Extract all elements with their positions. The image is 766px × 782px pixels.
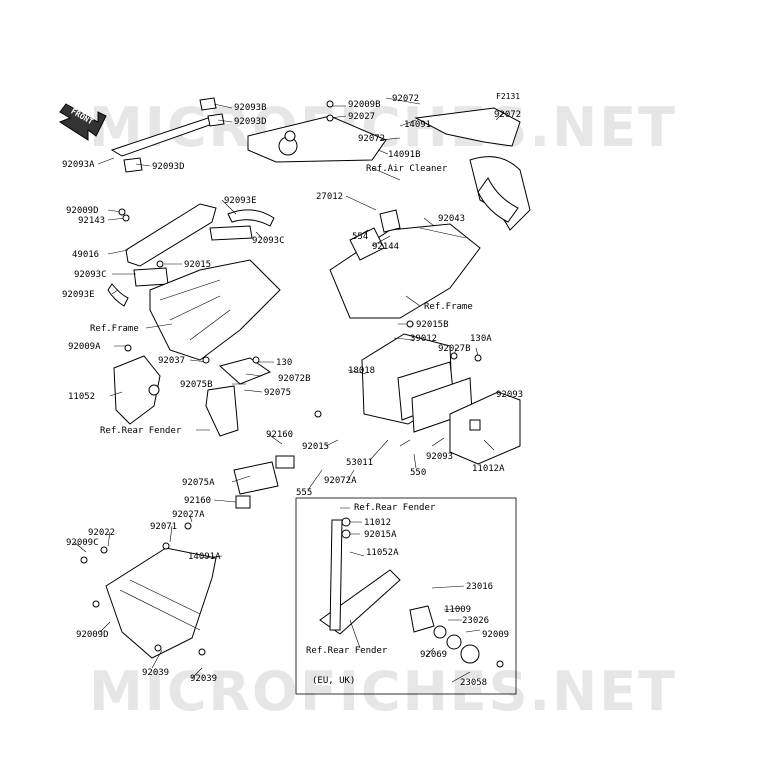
callout-label: 554: [352, 232, 369, 242]
callout-label: 92093B: [234, 103, 267, 113]
callout-label: 92160: [184, 496, 212, 506]
callout-label: 92009: [482, 630, 510, 640]
callout-label: 11012A: [472, 464, 505, 474]
callout-label: 555: [296, 488, 313, 498]
callout-label: 14091: [404, 120, 432, 130]
callout-label: Ref.Frame: [424, 302, 473, 312]
callout-label: 23026: [462, 616, 490, 626]
battery: [449, 391, 521, 465]
callout-label: (EU, UK): [312, 676, 356, 686]
callout-label: Ref.Rear Fender: [100, 426, 182, 436]
callout-label: 53011: [346, 458, 374, 468]
callout-label: 92009D: [66, 206, 99, 216]
callout-label: 49016: [72, 250, 100, 260]
callout-label: 92093D: [234, 117, 267, 127]
callout-label: 92039: [190, 674, 218, 684]
callout-label: 130: [276, 358, 293, 368]
callout-label: 92093C: [252, 236, 285, 246]
callout-label: 92160: [266, 430, 294, 440]
callout-label: 92015: [184, 260, 212, 270]
callout-label: 92072B: [278, 374, 311, 384]
eu-uk-box: [295, 497, 517, 695]
callout-label: 92075: [264, 388, 292, 398]
callout-label: 92027A: [172, 510, 205, 520]
callout-label: 23016: [466, 582, 494, 592]
callout-label: 92009A: [68, 342, 101, 352]
callout-label: 92009B: [348, 100, 381, 110]
callout-label: 92015A: [364, 530, 397, 540]
callout-label: 11052A: [366, 548, 399, 558]
callout-label: 92027B: [438, 344, 471, 354]
callout-label: 92015: [302, 442, 330, 452]
callout-label: 92093D: [152, 162, 185, 172]
callout-label: 11052: [68, 392, 96, 402]
callout-label: 11009: [444, 605, 472, 615]
callout-label: 92027: [348, 112, 376, 122]
callout-label: 92069: [420, 650, 448, 660]
callout-label: 92093: [426, 452, 454, 462]
callout-label: Ref.Rear Fender: [306, 646, 388, 656]
callout-label: 92072: [392, 94, 420, 104]
callout-label: 92072: [358, 134, 386, 144]
callout-label: 11012: [364, 518, 392, 528]
air-cleaner-cover: [414, 107, 531, 231]
callout-label: 92037: [158, 356, 186, 366]
callout-label: 92075A: [182, 478, 215, 488]
bracket-11052: [113, 355, 161, 425]
fasteners: [80, 100, 504, 668]
cover-14091A: [105, 547, 217, 659]
callout-label: 92072: [494, 110, 522, 120]
callout-label: 92039: [142, 668, 170, 678]
callout-label: 23058: [460, 678, 488, 688]
callout-label: 92093: [496, 390, 524, 400]
front-arrow-icon: [58, 103, 107, 141]
callout-label: 18018: [348, 366, 376, 376]
frame-cross-member: [125, 203, 281, 361]
battery-box: [361, 333, 473, 433]
callout-label: 92071: [150, 522, 178, 532]
leader-lines: [73, 97, 505, 683]
callout-label: 92075B: [180, 380, 213, 390]
callout-label: 92093E: [224, 196, 257, 206]
fender-bracket: [319, 519, 401, 635]
callout-label: Ref.Rear Fender: [354, 503, 436, 513]
callout-label: 92093E: [62, 290, 95, 300]
callout-label: 92072A: [324, 476, 357, 486]
callout-label: 14091B: [388, 150, 421, 160]
callout-label: 92144: [372, 242, 400, 252]
callout-label: 92009D: [76, 630, 109, 640]
watermark-bottom: MICROFICHES.NET: [89, 660, 677, 723]
stay-92075: [205, 357, 272, 437]
foam-strip-parts: [107, 97, 275, 307]
callout-label: 92143: [78, 216, 106, 226]
reflector-assy: [409, 605, 480, 664]
figure-code: F2131: [496, 92, 521, 101]
callout-label: 92022: [88, 528, 116, 538]
callout-label: 92043: [438, 214, 466, 224]
callout-label: 92093C: [74, 270, 107, 280]
callout-label: 14091A: [188, 552, 221, 562]
callout-label: 27012: [316, 192, 344, 202]
callout-label: 130A: [470, 334, 492, 344]
callout-label: 39012: [410, 334, 438, 344]
callout-label: 92093A: [62, 160, 95, 170]
callout-label: 92009C: [66, 538, 99, 548]
callout-label: Ref.Frame: [90, 324, 139, 334]
callout-label: Ref.Air Cleaner: [366, 164, 448, 174]
callout-label: 550: [410, 468, 427, 478]
callout-label: 92015B: [416, 320, 449, 330]
pads: [233, 455, 295, 509]
